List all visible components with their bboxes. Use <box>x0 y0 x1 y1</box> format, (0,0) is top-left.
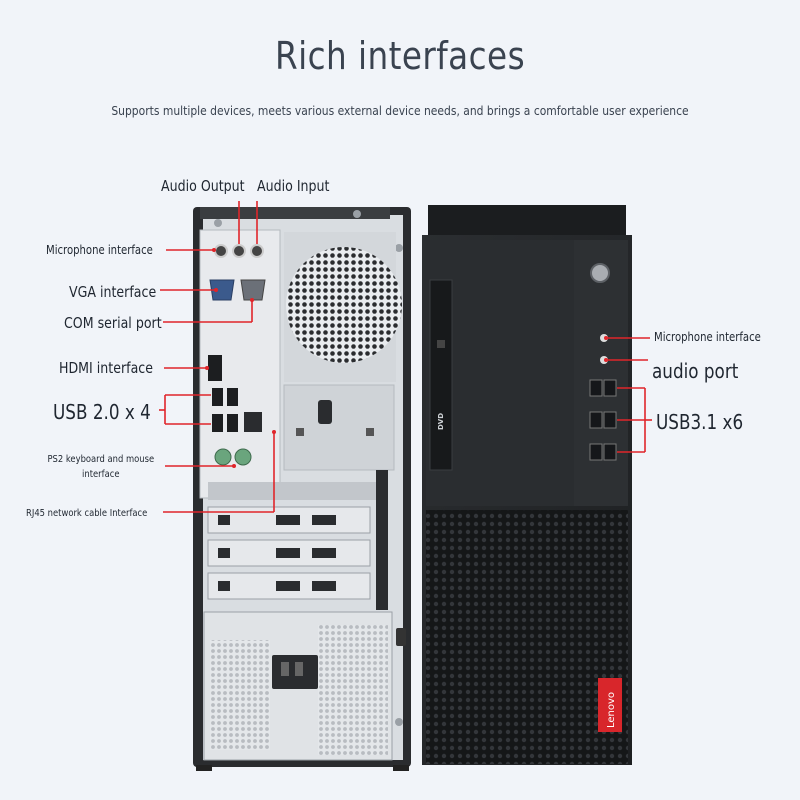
label-audio-port: audio port <box>652 359 739 383</box>
usb2-port-icon <box>212 388 223 406</box>
usb2-port-icon <box>227 388 238 406</box>
label-com: COM serial port <box>64 314 162 332</box>
label-vga: VGA interface <box>69 283 157 301</box>
mic-jack-icon <box>214 244 228 258</box>
expansion-slots <box>207 470 388 610</box>
rear-fan-grille <box>284 232 402 382</box>
usb2-port-icon <box>212 414 223 432</box>
vga-port-icon <box>209 279 235 301</box>
ps2-port-icon <box>214 448 232 466</box>
label-audio-input: Audio Input <box>257 177 330 195</box>
label-rj45: RJ45 network cable Interface <box>26 508 148 519</box>
hdmi-port-icon <box>208 355 222 381</box>
ps2-port-icon <box>234 448 252 466</box>
usb3-port-icon <box>589 443 603 461</box>
label-usb3: USB3.1 x6 <box>656 410 744 434</box>
label-usb2: USB 2.0 x 4 <box>53 400 151 424</box>
brand-badge <box>598 678 622 732</box>
usb3-port-icon <box>603 411 617 429</box>
label-hdmi: HDMI interface <box>59 359 153 377</box>
label-audio-output: Audio Output <box>161 177 245 195</box>
brand-logo: Lenovo <box>606 692 617 728</box>
com-port-icon <box>240 279 266 301</box>
front-chassis <box>422 205 632 765</box>
rear-center-panel <box>283 384 395 471</box>
label-microphone-front: Microphone interface <box>654 330 761 344</box>
rear-io-panel <box>199 229 281 499</box>
usb2-port-icon <box>227 414 238 432</box>
audio-output-jack-icon <box>232 244 246 258</box>
callout-lines <box>159 201 652 513</box>
power-button-icon <box>590 263 610 283</box>
dvd-logo: DVD <box>437 413 445 430</box>
front-mesh-grille <box>426 510 628 764</box>
page-subtitle: Supports multiple devices, meets various… <box>111 103 689 118</box>
optical-drive <box>429 279 453 471</box>
label-ps2: PS2 keyboard and mouse interface <box>47 454 155 480</box>
page-title: Rich interfaces <box>274 34 526 78</box>
rj45-port-icon <box>244 412 262 432</box>
usb3-port-icon <box>589 379 603 397</box>
audio-input-jack-icon <box>250 244 264 258</box>
usb3-port-icon <box>603 379 617 397</box>
power-supply <box>203 611 406 761</box>
label-microphone-rear: Microphone interface <box>46 243 153 257</box>
usb3-port-icon <box>603 443 617 461</box>
usb3-port-icon <box>589 411 603 429</box>
